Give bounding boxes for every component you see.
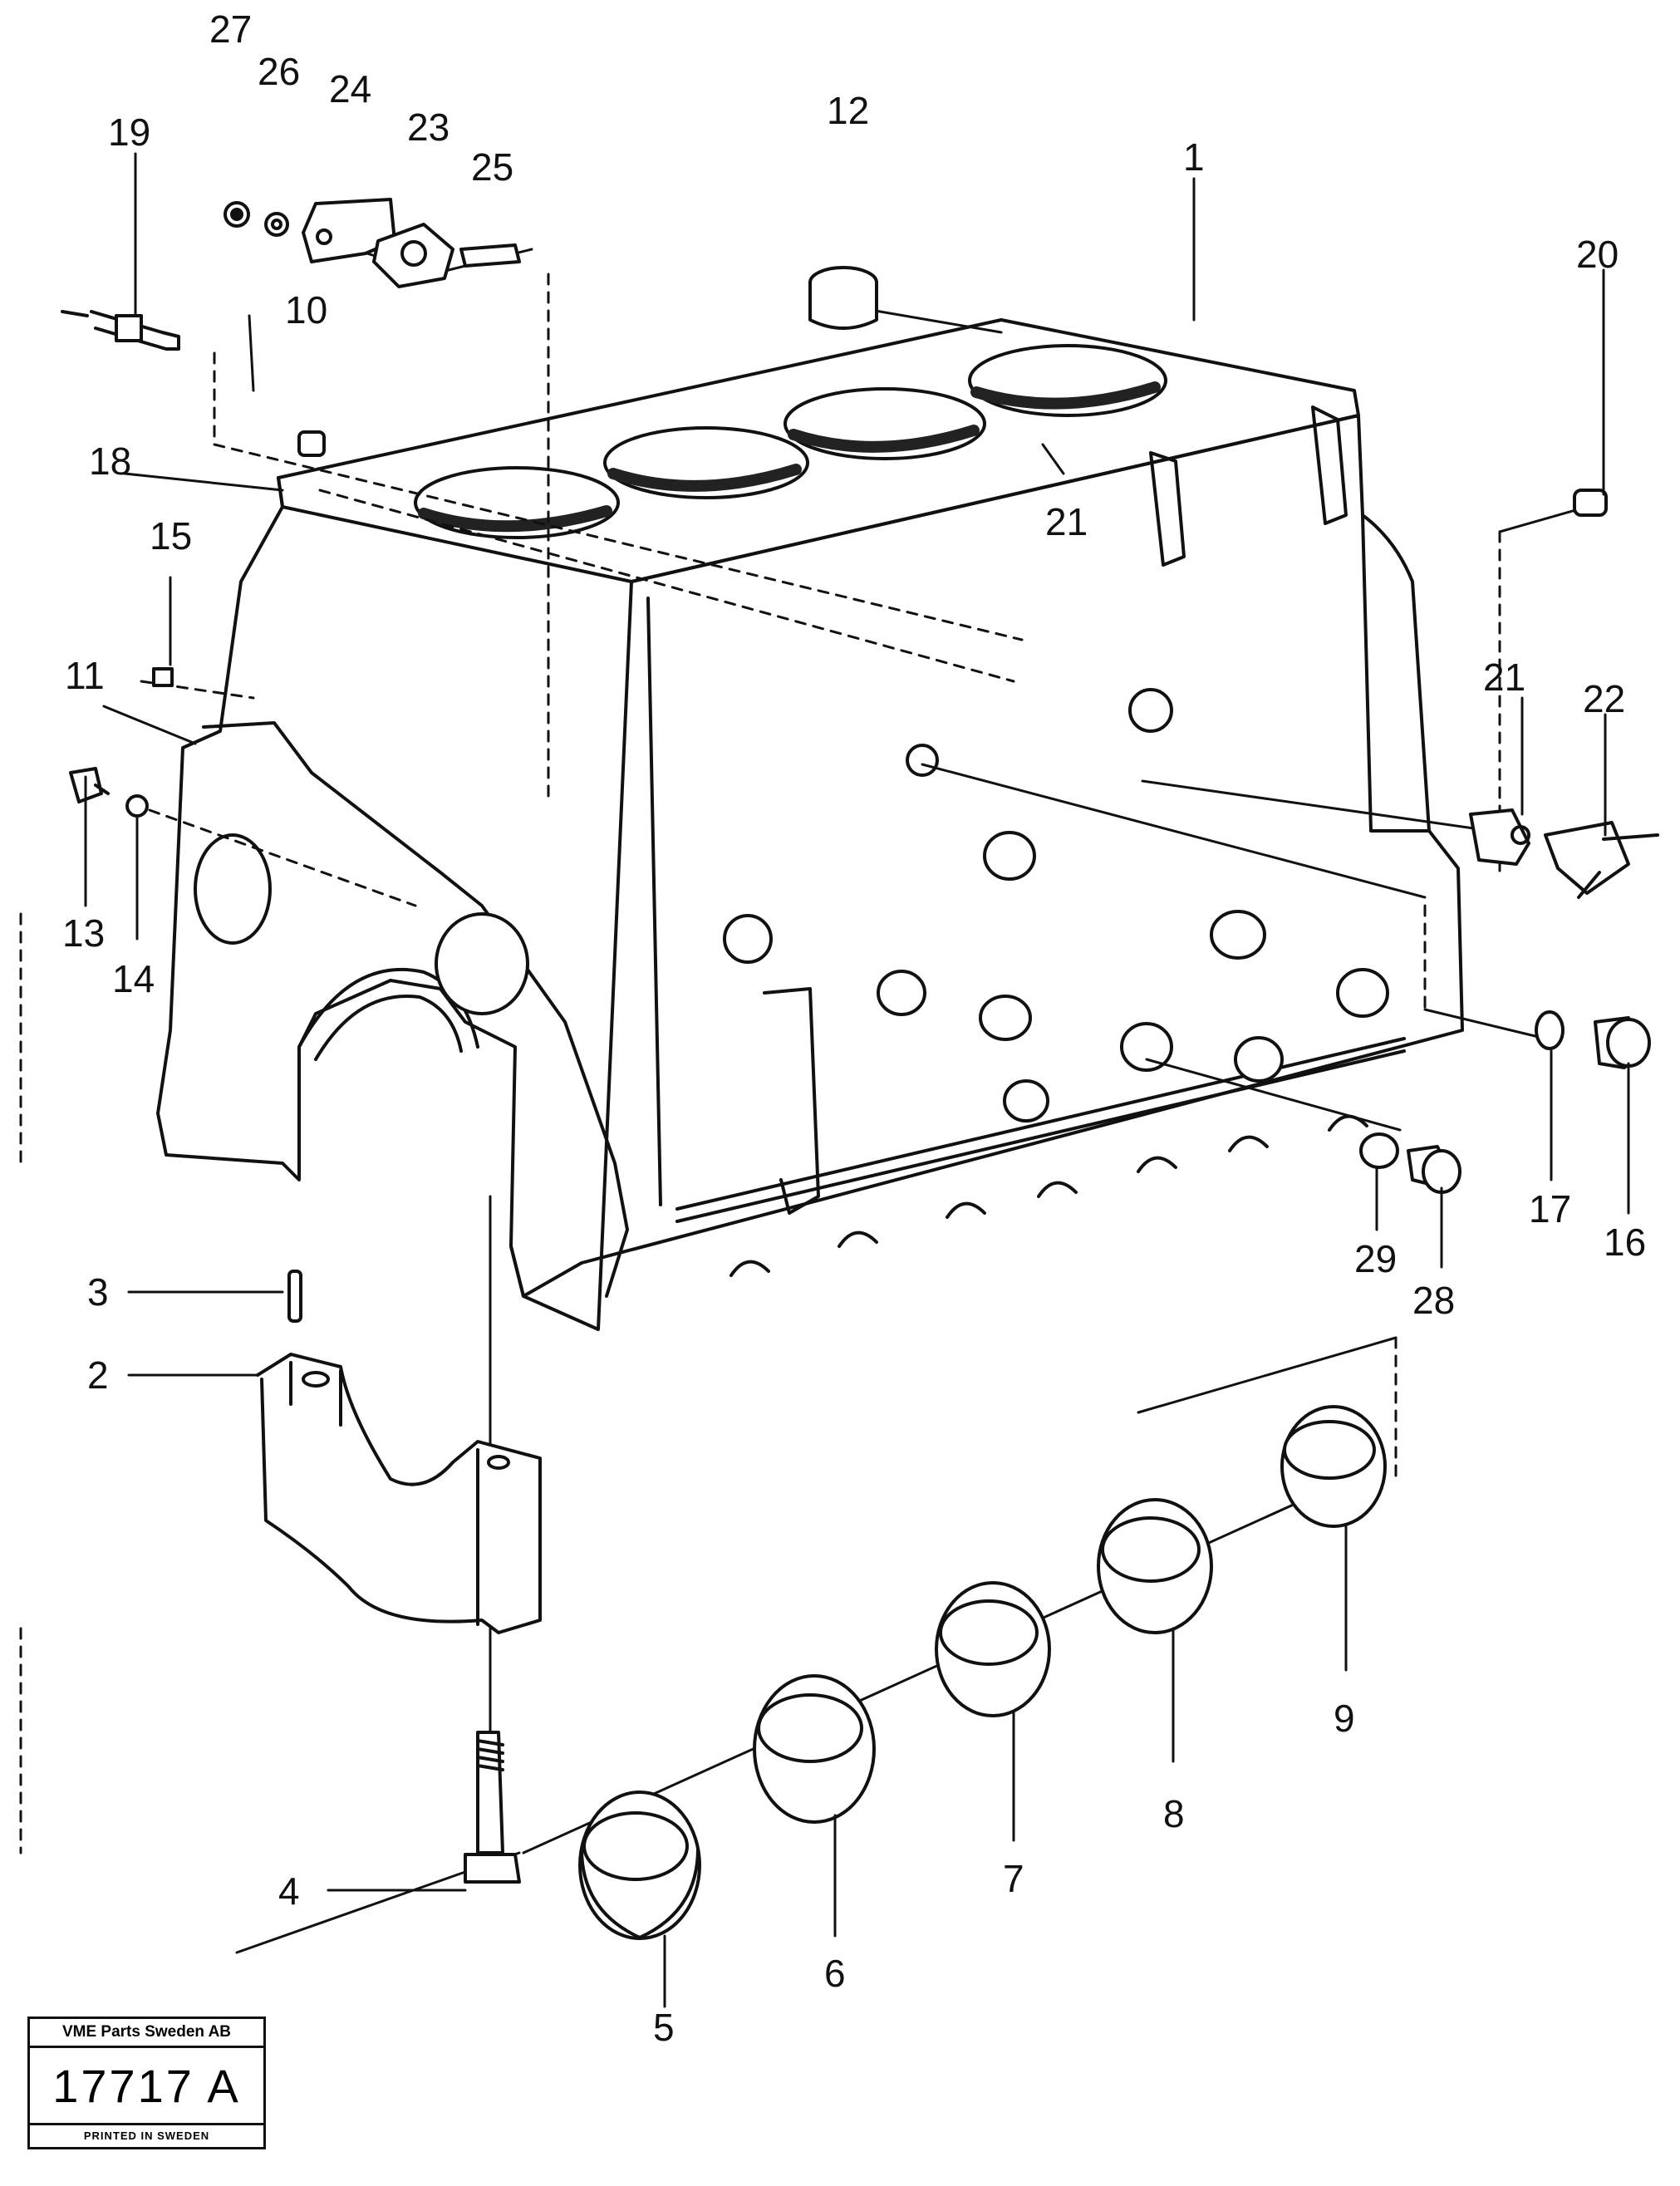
part-label-14: 14 [112, 957, 155, 1000]
part-label-18: 18 [89, 440, 132, 483]
part-label-12: 12 [827, 89, 870, 132]
part-label-7: 7 [1003, 1857, 1024, 1900]
plug-15 [152, 667, 174, 687]
pin-25 [459, 243, 521, 268]
part-label-26: 26 [258, 50, 301, 93]
assembly-dashed-lines [19, 273, 1501, 1854]
pin-20 [1573, 489, 1608, 517]
pin-3 [287, 1270, 302, 1323]
bearing-shell-8 [1097, 1498, 1213, 1634]
washer-26 [264, 212, 289, 237]
publisher-stamp: VME Parts Sweden AB 17717 A PRINTED IN S… [27, 2017, 266, 2149]
nut-27 [224, 201, 250, 228]
part-label-1: 1 [1183, 135, 1205, 179]
bearing-shell-5 [578, 1791, 701, 1940]
part-label-5: 5 [653, 2006, 675, 2049]
part-label-28: 28 [1412, 1279, 1456, 1322]
plug-28 [1407, 1145, 1461, 1194]
dowel-10 [297, 430, 326, 457]
part-label-27: 27 [209, 7, 253, 51]
sensor-19 [61, 310, 180, 351]
gasket-23 [372, 223, 454, 288]
part-label-13: 13 [62, 911, 106, 955]
stamp-illustration-number: 17717 A [52, 2060, 241, 2112]
part-label-29: 29 [1354, 1237, 1398, 1280]
part-label-2: 2 [87, 1353, 109, 1397]
stamp-company: VME Parts Sweden AB [30, 2019, 263, 2048]
adapter-21 [1469, 808, 1530, 866]
part-label-8: 8 [1163, 1792, 1185, 1835]
part-label-21-top: 21 [1045, 500, 1088, 543]
bearing-shell-9 [1280, 1405, 1387, 1528]
part-label-9: 9 [1334, 1697, 1355, 1740]
washer-14 [125, 794, 149, 818]
plug-12 [808, 266, 878, 330]
part-label-19: 19 [108, 111, 151, 154]
part-label-11: 11 [65, 654, 105, 697]
cylinder-block [156, 318, 1464, 1331]
stamp-printed-in: PRINTED IN SWEDEN [30, 2123, 263, 2147]
part-label-22: 22 [1583, 677, 1626, 720]
bearing-shell-7 [935, 1581, 1051, 1717]
cover-24 [302, 198, 396, 263]
washer-29 [1359, 1132, 1399, 1169]
part-label-24: 24 [329, 67, 372, 111]
plug-16 [1594, 1016, 1651, 1069]
bolt-13 [69, 767, 110, 803]
part-label-21-side: 21 [1483, 656, 1526, 699]
part-label-6: 6 [824, 1952, 846, 1995]
part-label-23: 23 [407, 106, 450, 149]
part-label-16: 16 [1604, 1221, 1647, 1264]
bearing-shell-6 [753, 1674, 876, 1824]
leader-lines [84, 152, 1630, 2008]
part-label-15: 15 [150, 514, 193, 558]
bearing-cap-2 [256, 1353, 542, 1634]
part-label-4: 4 [278, 1869, 300, 1913]
part-label-3: 3 [87, 1270, 109, 1314]
part-label-20: 20 [1576, 233, 1619, 276]
cock-22 [1544, 821, 1659, 899]
part-label-17: 17 [1529, 1187, 1572, 1231]
bolt-4 [464, 1731, 521, 1884]
part-label-25: 25 [471, 145, 514, 189]
washer-17 [1535, 1010, 1565, 1050]
part-label-10: 10 [285, 288, 328, 332]
